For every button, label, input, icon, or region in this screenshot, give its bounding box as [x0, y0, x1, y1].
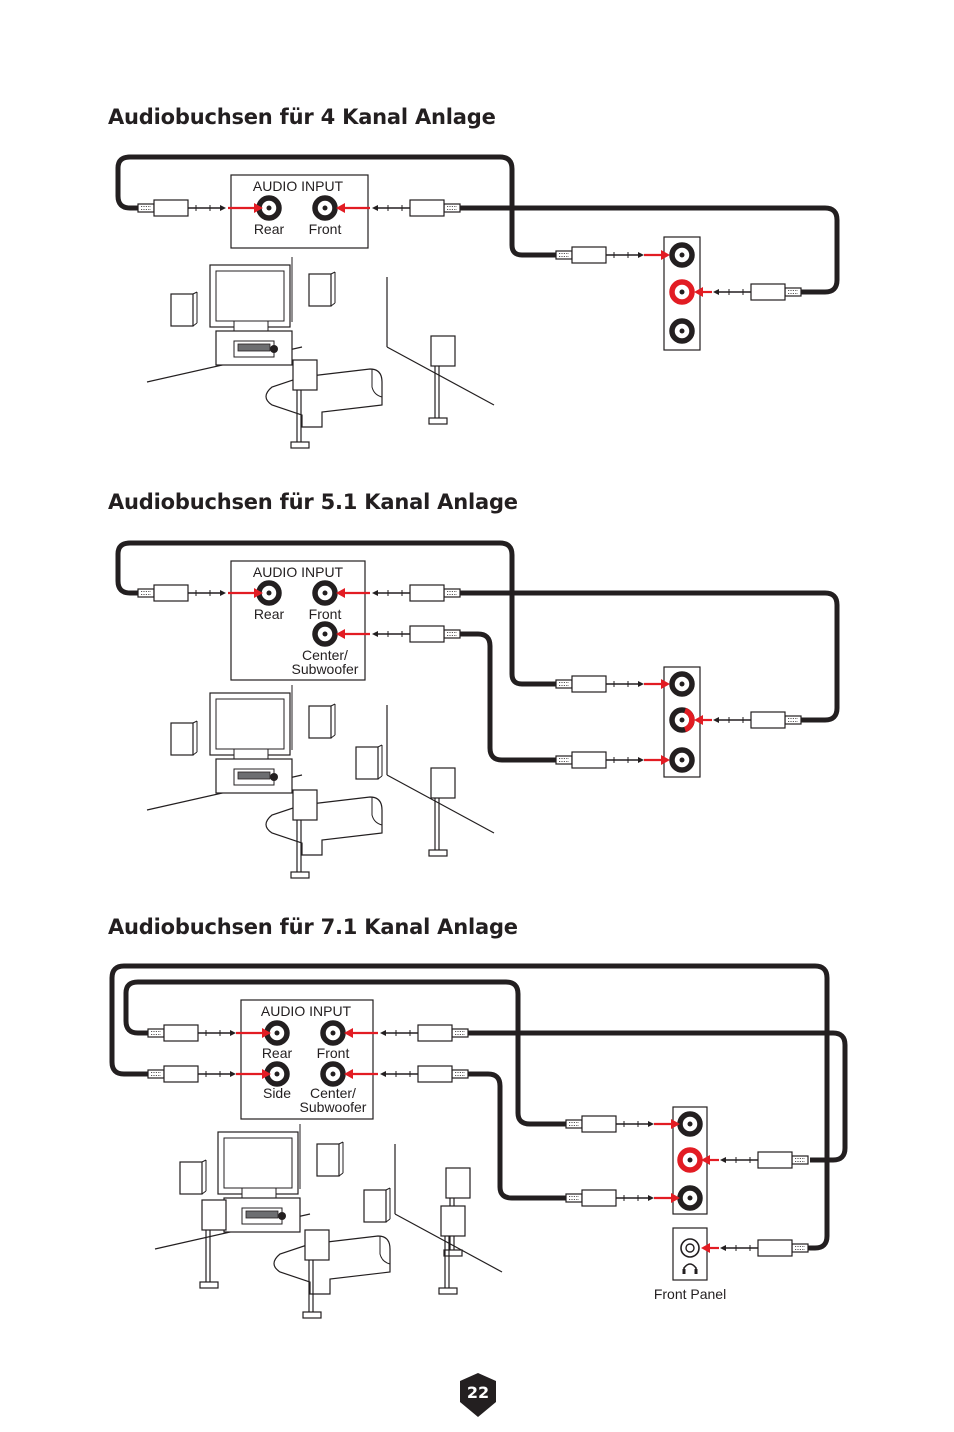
speaker-icon — [428, 767, 456, 857]
jack-label-front: Front — [317, 1045, 350, 1061]
audio-plug — [147, 1024, 237, 1042]
diagram-5-1-channel: AUDIO INPUT Rear Front Center/ Subwoofer — [115, 540, 840, 879]
audio-plug — [379, 1024, 469, 1042]
audio-plug — [555, 246, 645, 264]
audio-jack-icon — [672, 710, 692, 730]
speaker-icon — [308, 271, 336, 307]
audio-plug — [712, 283, 802, 301]
section-title-7-1-channel: Audiobuchsen für 7.1 Kanal Anlage — [108, 915, 518, 939]
speaker-icon — [428, 335, 456, 425]
audio-plug — [371, 625, 461, 643]
audio-jack-icon — [315, 198, 335, 218]
audio-input-title: AUDIO INPUT — [261, 1003, 352, 1019]
audio-plug — [371, 584, 461, 602]
audio-plug — [719, 1151, 809, 1169]
page-number: 22 — [466, 1383, 490, 1402]
speaker-icon — [170, 291, 198, 327]
audio-input-panel — [230, 174, 369, 249]
speaker-icon — [170, 720, 198, 756]
jack-label-front: Front — [309, 606, 342, 622]
audio-plug — [147, 1065, 237, 1083]
speaker-icon — [179, 1159, 207, 1195]
jack-label-front: Front — [309, 221, 342, 237]
audio-plug — [712, 711, 802, 729]
audio-input-panel — [240, 999, 374, 1120]
audio-plug — [371, 199, 461, 217]
section-title-4-channel: Audiobuchsen für 4 Kanal Anlage — [108, 105, 496, 129]
jack-label-subwoofer: Subwoofer — [292, 661, 359, 677]
audio-plug — [555, 751, 645, 769]
jack-label-rear: Rear — [262, 1045, 293, 1061]
audio-jack-icon — [672, 750, 692, 770]
speaker-icon — [355, 744, 383, 780]
speaker-icon — [308, 703, 336, 739]
audio-plug — [379, 1065, 469, 1083]
section-title-5-1-channel: Audiobuchsen für 5.1 Kanal Anlage — [108, 490, 518, 514]
audio-plug — [565, 1115, 655, 1133]
diagram-7-1-channel: AUDIO INPUT Rear Front Side Center/ Subw… — [109, 963, 848, 1319]
audio-plug — [137, 584, 227, 602]
jack-label-center: Center/ — [310, 1085, 356, 1101]
audio-input-panel — [230, 560, 366, 681]
speaker-icon — [363, 1187, 391, 1223]
jack-label-subwoofer: Subwoofer — [300, 1099, 367, 1115]
speaker-icon — [316, 1141, 344, 1177]
audio-jack-icon — [672, 321, 692, 341]
audio-jack-icon — [323, 1064, 343, 1084]
speaker-icon — [199, 1199, 227, 1289]
audio-jack-icon — [672, 282, 692, 302]
audio-jack-icon — [680, 1188, 700, 1208]
headphone-icon — [682, 1263, 698, 1274]
audio-jack-icon — [323, 1023, 343, 1043]
audio-jack-icon — [315, 624, 335, 644]
audio-plug — [555, 675, 645, 693]
audio-input-title: AUDIO INPUT — [253, 178, 344, 194]
page-number-badge — [460, 1373, 496, 1417]
audio-jack-icon — [680, 1114, 700, 1134]
jack-label-side: Side — [263, 1085, 291, 1101]
diagram-4-channel: AUDIO INPUT Rear Front — [115, 154, 840, 449]
audio-plug — [565, 1189, 655, 1207]
front-panel-label: Front Panel — [654, 1286, 726, 1302]
jack-label-center: Center/ — [302, 647, 348, 663]
audio-jack-icon — [680, 1150, 700, 1170]
jack-label-rear: Rear — [254, 221, 285, 237]
audio-jack-icon — [672, 245, 692, 265]
audio-input-title: AUDIO INPUT — [253, 564, 344, 580]
audio-plug — [719, 1239, 809, 1257]
audio-plug — [137, 199, 227, 217]
audio-jack-icon — [672, 674, 692, 694]
audio-jack-icon — [315, 583, 335, 603]
jack-label-rear: Rear — [254, 606, 285, 622]
